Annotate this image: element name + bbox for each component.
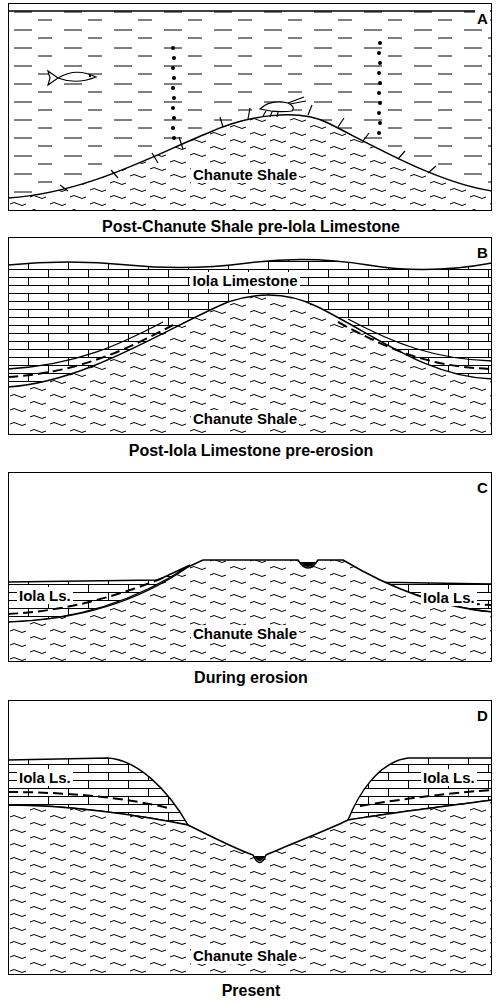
rock-label: Iola Ls.	[17, 587, 73, 604]
panel-caption: Post-Chanute Shale pre-Iola Limestone	[100, 218, 402, 236]
panel-letter: A	[475, 10, 490, 27]
rock-label: Iola Limestone	[190, 272, 299, 289]
section-panel: BIola LimestoneChanute ShalePost-Iola Li…	[8, 237, 492, 435]
rock-label: Iola Ls.	[421, 769, 477, 786]
rock-label: Chanute Shale	[191, 947, 299, 964]
rock-label: Iola Ls.	[17, 769, 73, 786]
panel-caption: Present	[220, 982, 283, 1000]
panel-caption: Post-Iola Limestone pre-erosion	[127, 442, 375, 460]
rock-label: Chanute Shale	[191, 166, 299, 183]
section-panel: CIola Ls.Iola Ls.Chanute ShaleDuring ero…	[8, 472, 492, 662]
panel-caption: During erosion	[192, 669, 310, 687]
panel-letter: C	[475, 479, 490, 496]
panel-b-illustration	[8, 237, 492, 435]
rock-label: Chanute Shale	[191, 625, 299, 642]
panel-letter: B	[475, 244, 490, 261]
rock-label: Iola Ls.	[421, 589, 477, 606]
rock-label: Chanute Shale	[191, 410, 299, 427]
panel-letter: D	[475, 707, 490, 724]
panel-d-illustration	[8, 700, 492, 975]
section-panel: DIola Ls.Iola Ls.Chanute ShalePresent	[8, 700, 492, 975]
section-panel: AChanute ShalePost-Chanute Shale pre-Iol…	[8, 3, 492, 211]
